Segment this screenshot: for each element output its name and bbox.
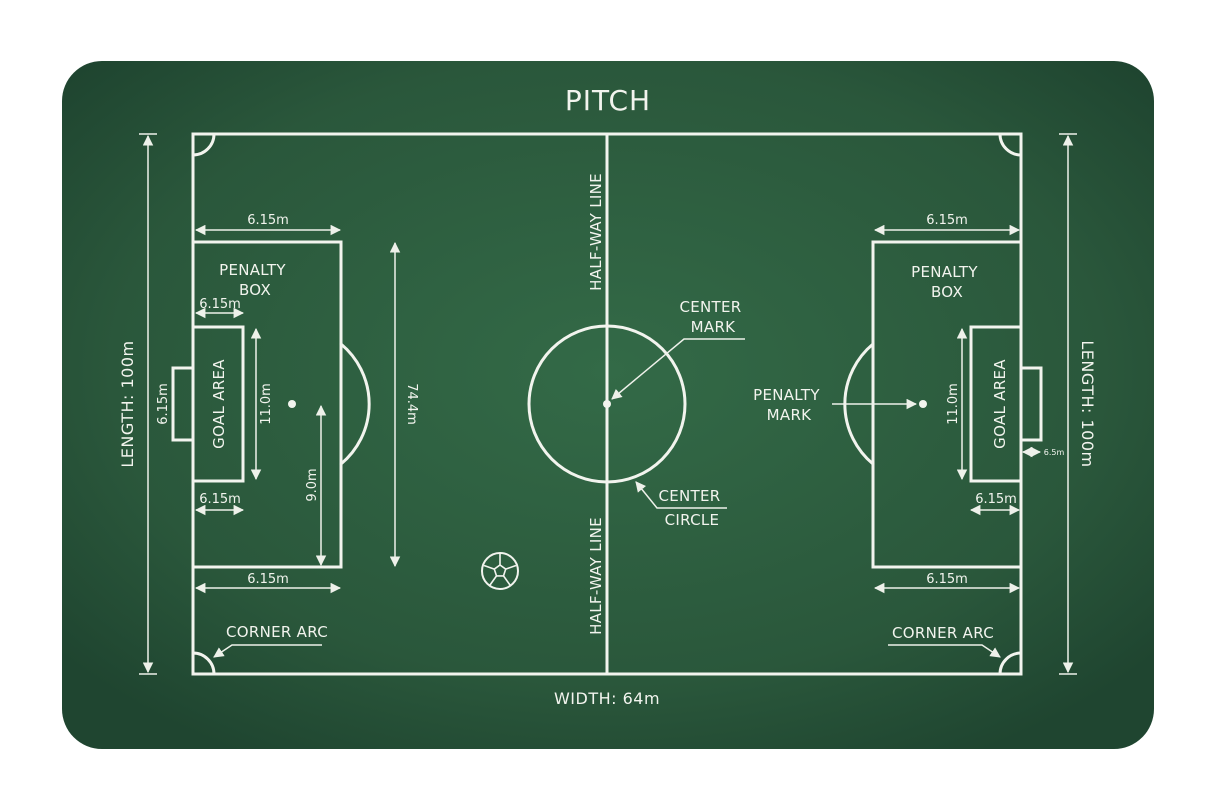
left-box-height-dim: 74.4m [404, 383, 419, 425]
right-corner-arc-label: CORNER ARC [892, 624, 994, 642]
left-penalty-arc [339, 342, 371, 466]
right-penalty-box-label: PENALTY BOX [911, 263, 983, 301]
right-penalty-mark [919, 400, 927, 408]
soccer-ball-icon [481, 552, 519, 590]
left-box-bottom-dim: 6.15m [247, 572, 289, 587]
right-goal-bottom-dim: 6.15m [975, 492, 1017, 507]
length-left-label: LENGTH: 100m [118, 340, 137, 467]
penalty-mark-label: PENALTY MARK [753, 386, 825, 424]
center-mark-pointer [611, 338, 745, 400]
left-corner-arc-top [191, 132, 216, 157]
right-corner-arc-bottom [998, 651, 1023, 676]
right-corner-arc-pointer [888, 644, 1001, 658]
half-way-line-label-top: HALF-WAY LINE [587, 173, 605, 291]
right-goal-depth-dim: 6.5m [1044, 448, 1065, 457]
center-mark-label: CENTER MARK [679, 298, 746, 336]
left-goal-bottom-dim: 6.15m [199, 492, 241, 507]
left-goal-area-label: GOAL AREA [210, 359, 228, 449]
left-corner-arc-pointer [213, 644, 322, 658]
left-goal-top-dim: 6.15m [199, 297, 241, 312]
right-goal-area-label: GOAL AREA [991, 359, 1009, 449]
left-spot-dim: 9.0m [305, 468, 320, 501]
half-way-line-label-bottom: HALF-WAY LINE [587, 517, 605, 635]
left-corner-arc-bottom [191, 651, 216, 676]
left-goal-width-dim: 6.15m [156, 383, 171, 425]
center-mark [603, 400, 611, 408]
left-penalty-mark [288, 400, 296, 408]
length-right-label: LENGTH: 100m [1078, 340, 1097, 467]
width-label: WIDTH: 64m [554, 689, 660, 708]
right-goal-height-dim: 11.0m [946, 383, 961, 425]
left-box-top-dim: 6.15m [247, 213, 289, 228]
right-box-top-dim: 6.15m [926, 213, 968, 228]
left-goal-height-dim: 11.0m [259, 383, 274, 425]
right-box-bottom-dim: 6.15m [926, 572, 968, 587]
left-penalty-box-label: PENALTY BOX [219, 261, 291, 299]
left-goal [171, 366, 195, 442]
diagram-title: PITCH [565, 84, 651, 117]
right-goal [1019, 366, 1043, 442]
right-corner-arc-top [998, 132, 1023, 157]
center-circle-pointer [635, 481, 727, 509]
center-circle-label: CENTER CIRCLE [658, 487, 725, 529]
left-corner-arc-label: CORNER ARC [226, 623, 328, 641]
center-circle [527, 324, 687, 484]
